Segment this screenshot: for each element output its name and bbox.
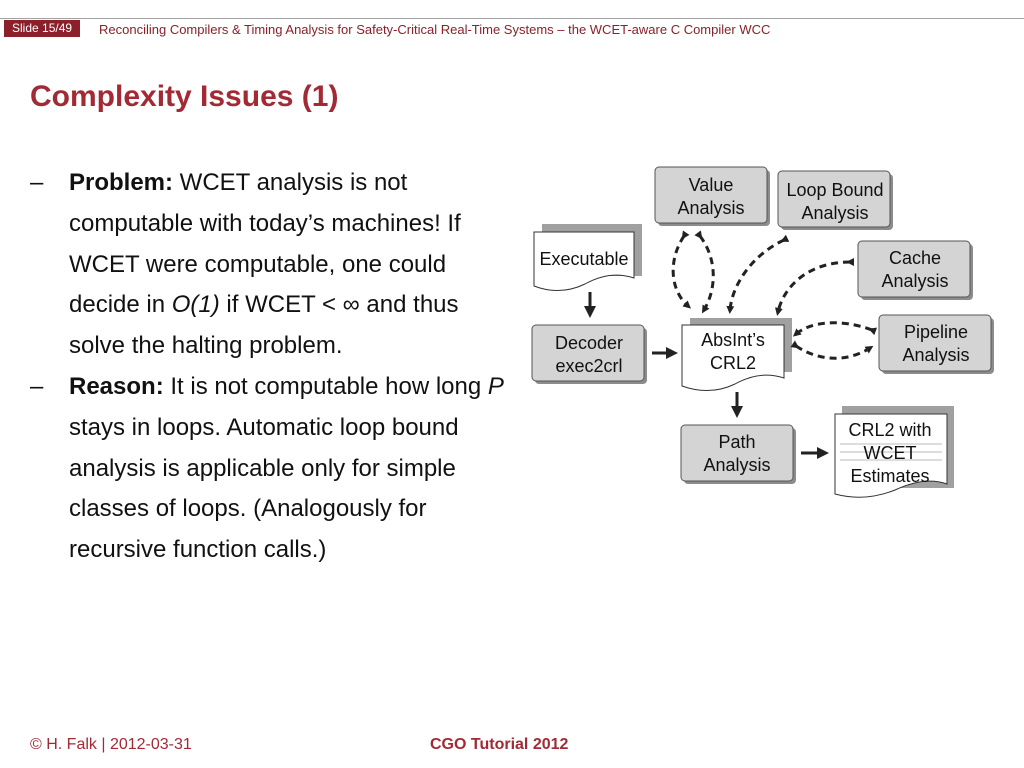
- bullet-text: WCET analysis is not computable with tod…: [69, 169, 461, 319]
- crl2-label: CRL2: [710, 353, 756, 373]
- crl2-label: AbsInt’s: [701, 330, 765, 350]
- decoder-label: Decoder: [555, 333, 623, 353]
- arrow-cache: [774, 257, 855, 316]
- pipeline-analysis-box: Pipeline Analysis: [878, 314, 994, 374]
- cache-analysis-label: Cache: [889, 248, 941, 268]
- bullet-problem: –Problem: WCET analysis is not computabl…: [30, 163, 520, 367]
- footer-event: CGO Tutorial 2012: [430, 736, 569, 753]
- bullet-label: Reason:: [69, 372, 164, 400]
- value-analysis-label: Analysis: [677, 198, 744, 218]
- pipeline-analysis-label: Pipeline: [904, 322, 968, 342]
- arrow-pipeline-top: [792, 321, 878, 337]
- bullet-text: stays in loops. Automatic loop bound ana…: [69, 413, 459, 564]
- slide-number-badge: Slide 15/49: [4, 20, 81, 37]
- path-analysis-box: Path Analysis: [680, 424, 796, 484]
- bullet-text: It is not computable how long: [163, 372, 488, 400]
- arrow-value-right: [694, 230, 715, 314]
- cache-analysis-box: Cache Analysis: [857, 240, 973, 300]
- bullet-text: if WCET < ∞ and thus solve the halting p…: [69, 291, 459, 360]
- crl2-wcet-document: CRL2 with WCET Estimates: [834, 406, 954, 498]
- executable-label: Executable: [539, 249, 628, 269]
- crl2-document: AbsInt’s CRL2: [681, 318, 792, 391]
- arrow-value-left: [671, 230, 691, 309]
- footer-author-date: © H. Falk | 2012-03-31: [30, 736, 192, 753]
- arrow-loop-bound: [726, 234, 790, 314]
- crl2-wcet-label: WCET: [864, 443, 917, 463]
- value-analysis-box: Value Analysis: [654, 166, 770, 226]
- crl2-wcet-label: Estimates: [850, 466, 929, 486]
- loop-bound-label: Analysis: [801, 203, 868, 223]
- flow-arrows: [584, 292, 829, 459]
- bullet-italic: O(1): [171, 291, 220, 319]
- bullet-reason: –Reason: It is not computable how long P…: [30, 367, 520, 571]
- executable-document: Executable: [533, 224, 642, 291]
- loop-bound-analysis-box: Loop Bound Analysis: [777, 170, 893, 230]
- path-analysis-label: Analysis: [703, 455, 770, 475]
- pipeline-analysis-label: Analysis: [902, 345, 969, 365]
- loop-bound-label: Loop Bound: [786, 180, 883, 200]
- decoder-label: exec2crl: [555, 356, 622, 376]
- arrow-pipeline-bottom: [790, 340, 874, 360]
- crl2-wcet-label: CRL2 with: [848, 420, 931, 440]
- bullet-list: –Problem: WCET analysis is not computabl…: [30, 163, 520, 571]
- decoder-box: Decoder exec2crl: [531, 324, 647, 384]
- bullet-italic: P: [487, 372, 504, 400]
- cache-analysis-label: Analysis: [881, 271, 948, 291]
- wcet-analysis-diagram: Value Analysis Loop Bound Analysis Cache…: [531, 166, 994, 498]
- bullet-dash: –: [30, 372, 44, 400]
- bullet-label: Problem:: [69, 169, 174, 196]
- value-analysis-label: Value: [689, 175, 734, 195]
- bullet-dash: –: [30, 169, 44, 196]
- dashed-arrows: [671, 230, 878, 360]
- presentation-title: Reconciling Compilers & Timing Analysis …: [99, 22, 771, 37]
- path-analysis-label: Path: [718, 432, 755, 452]
- header-rule: [0, 18, 1024, 19]
- slide-title: Complexity Issues (1): [30, 80, 339, 113]
